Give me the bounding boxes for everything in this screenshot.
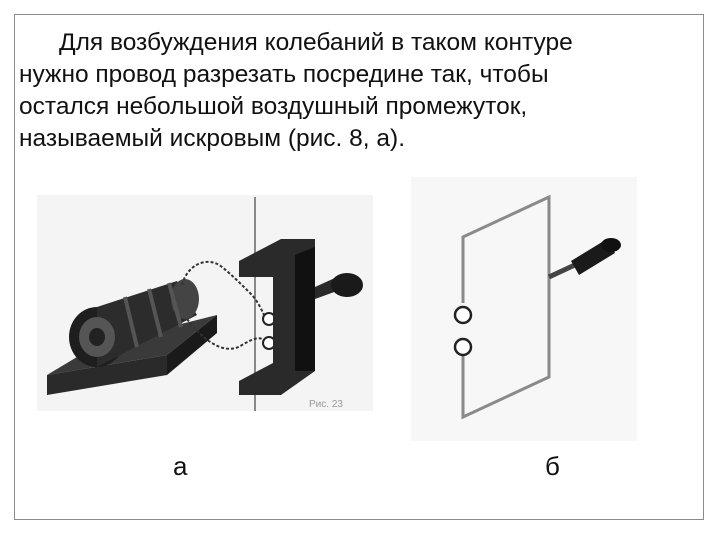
body-paragraph: Для возбуждения колебаний в таком контур… — [19, 27, 689, 155]
paragraph-line-2: нужно провод разрезать посредине так, чт… — [19, 61, 549, 88]
paragraph-line-1: Для возбуждения колебаний в таком контур… — [59, 29, 573, 56]
svg-text:Рис. 23: Рис. 23 — [309, 399, 343, 410]
figure-b-caption: б — [545, 451, 560, 481]
paragraph-line-3: остался небольшой воздушный промежуток, — [19, 93, 528, 120]
figure-a-caption: а — [173, 451, 188, 481]
figure-a-illustration: Рис. 23 — [37, 195, 373, 411]
slide-frame: Для возбуждения колебаний в таком контур… — [14, 14, 704, 520]
figure-b-illustration — [411, 177, 637, 441]
paragraph-line-4: называемый искровым (рис. 8, а). — [19, 125, 406, 152]
